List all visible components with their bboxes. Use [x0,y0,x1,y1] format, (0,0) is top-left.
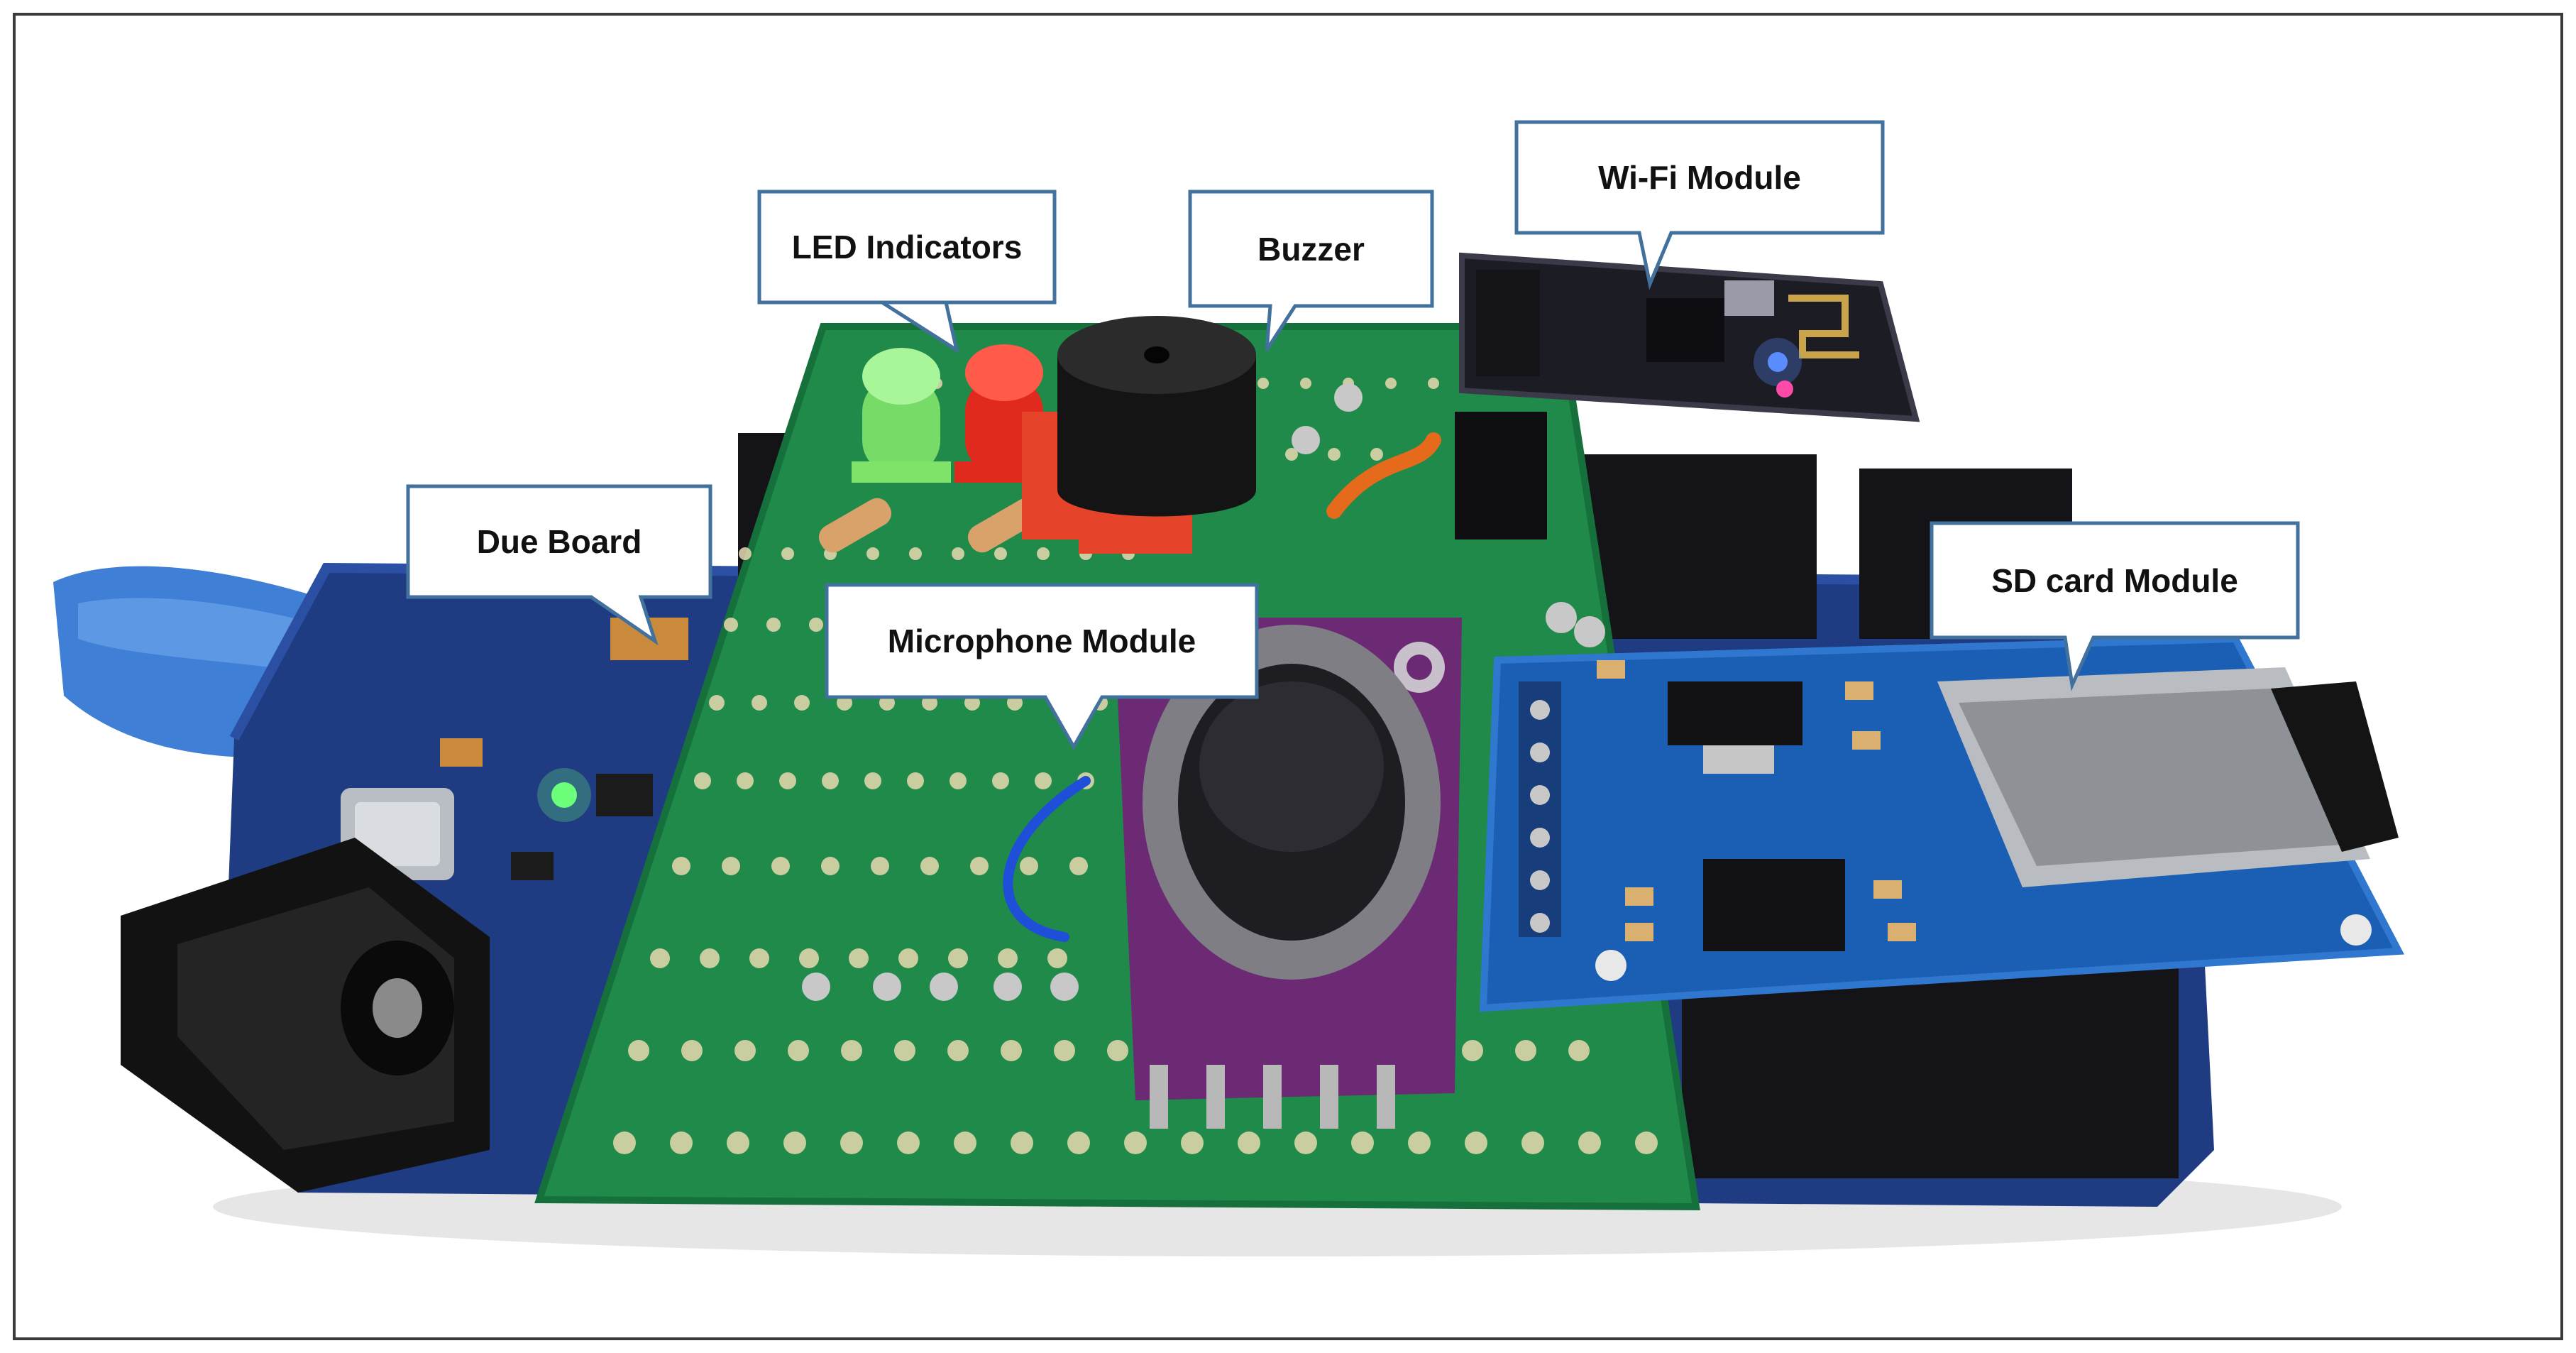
callout-label-buzzer: Buzzer [1257,230,1365,268]
sd-card-module [1479,635,2405,1012]
callout-shape [1188,190,1434,351]
callout-label-microphone-module: Microphone Module [887,623,1196,659]
callout-shape [1514,120,1885,290]
callout-wifi-module: Wi-Fi Module [1514,120,1885,290]
callout-sd-card-module: SD card Module [1930,521,2300,691]
callout-label-led-indicators: LED Indicators [791,229,1023,265]
callout-label-due-board: Due Board [476,523,642,560]
led-indicators [852,344,1192,554]
callout-shape [1930,521,2300,691]
callout-led-indicators: LED Indicators [757,190,1057,354]
microphone-module [1114,618,1462,1129]
buzzer [1057,316,1256,517]
callout-due-board: Due Board [406,484,712,646]
callout-buzzer: Buzzer [1188,190,1434,351]
callout-shape [406,484,712,646]
callout-shape [825,583,1259,751]
callout-microphone-module: Microphone Module [825,583,1259,751]
callout-shape [757,190,1057,354]
callout-label-sd-card-module: SD card Module [1991,562,2238,599]
wifi-module [1455,252,1920,539]
callout-label-wifi-module: Wi-Fi Module [1598,159,1801,196]
